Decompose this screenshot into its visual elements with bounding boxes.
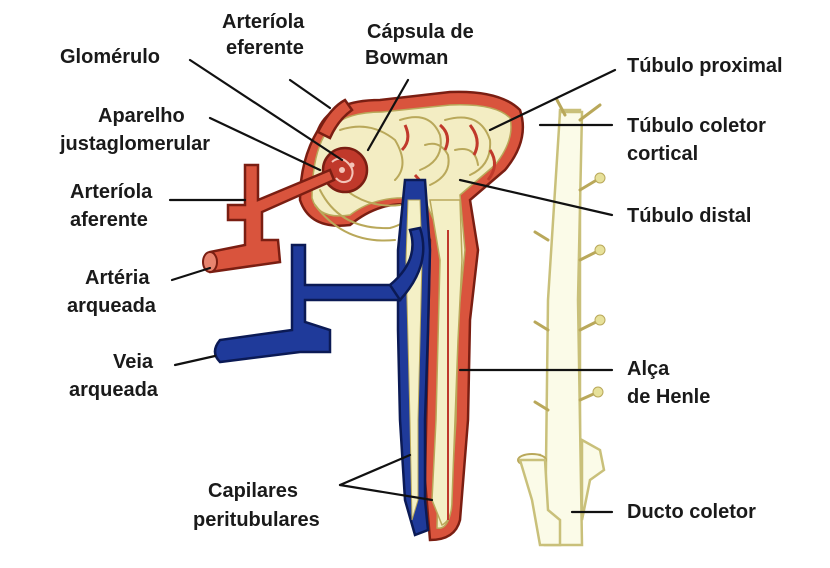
label-tubulo-distal: Túbulo distal xyxy=(627,205,751,227)
label-arteriola-aferente-1: Arteríola xyxy=(70,181,153,203)
label-alca-1: Alça xyxy=(627,358,670,380)
label-arteriola-eferente-1: Arteríola xyxy=(222,11,305,33)
label-arteria-arqueada-2: arqueada xyxy=(67,295,157,317)
label-tubulo-proximal: Túbulo proximal xyxy=(627,55,783,77)
label-tubulo-coletor-2: cortical xyxy=(627,143,698,165)
label-arteriola-eferente-2: eferente xyxy=(226,37,304,59)
label-capsula-1: Cápsula de xyxy=(367,21,474,43)
label-ducto-coletor: Ducto coletor xyxy=(627,501,756,523)
label-arteria-arqueada-1: Artéria xyxy=(85,267,150,289)
label-aparelho-2: justaglomerular xyxy=(59,133,210,155)
label-glomerulo: Glomérulo xyxy=(60,46,160,68)
label-arteriola-aferente-2: aferente xyxy=(70,209,148,231)
label-capilares-2: peritubulares xyxy=(193,509,320,531)
collecting-duct xyxy=(518,100,605,545)
label-capsula-2: Bowman xyxy=(365,47,448,69)
label-veia-arqueada-2: arqueada xyxy=(69,379,159,401)
label-tubulo-coletor-1: Túbulo coletor xyxy=(627,115,766,137)
label-alca-2: de Henle xyxy=(627,386,710,408)
label-capilares-1: Capilares xyxy=(208,480,298,502)
label-veia-arqueada-1: Veia xyxy=(113,351,154,373)
label-aparelho-1: Aparelho xyxy=(98,105,185,127)
